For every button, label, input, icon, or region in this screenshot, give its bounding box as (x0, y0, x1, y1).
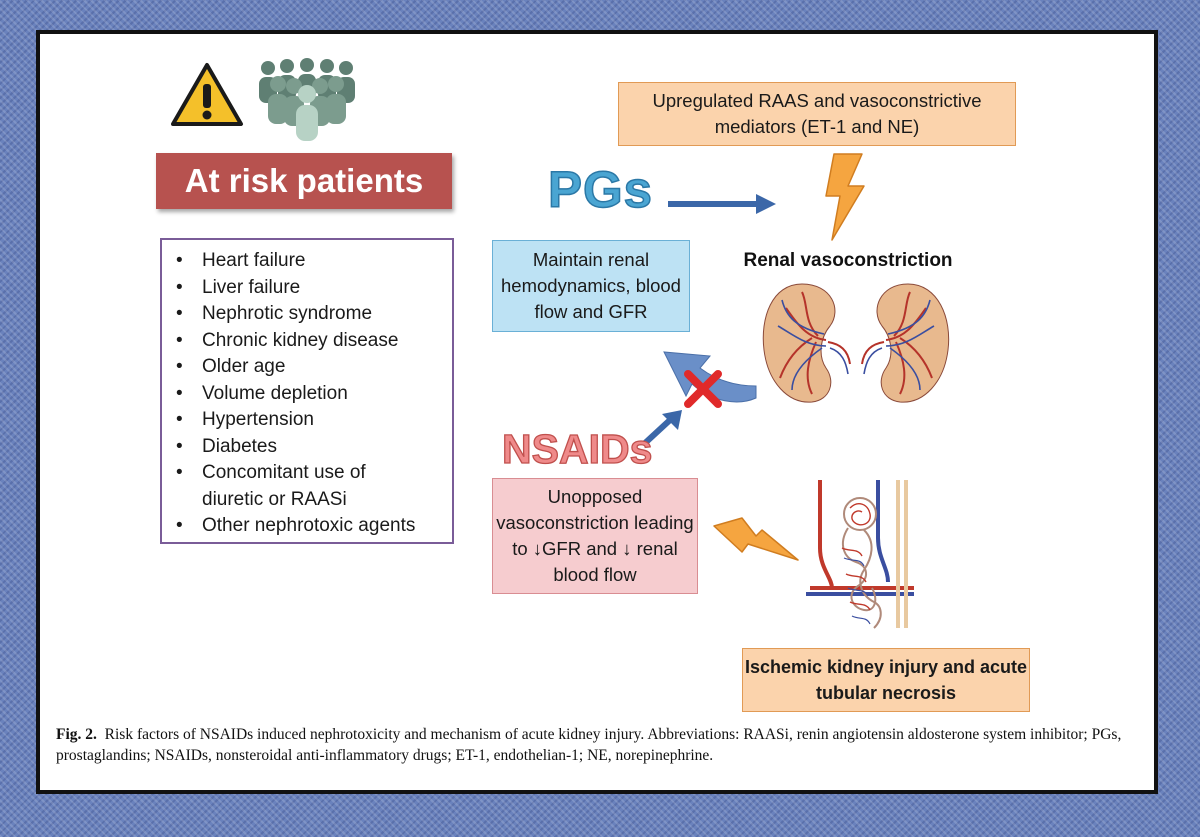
kidneys-illustration (762, 283, 950, 403)
pgs-label: PGs (547, 160, 654, 219)
risk-item: Hypertension (174, 407, 444, 434)
raas-box: Upregulated RAAS and vasoconstrictive me… (618, 82, 1016, 146)
blocked-x-icon (684, 370, 722, 408)
risk-factor-list: Heart failure Liver failure Nephrotic sy… (160, 238, 454, 544)
ischemic-injury-box: Ischemic kidney injury and acute tubular… (742, 648, 1030, 712)
lightning-icon (713, 517, 799, 561)
at-risk-title: At risk patients (156, 153, 452, 209)
risk-item: Liver failure (174, 275, 444, 302)
renal-vasoconstriction-label: Renal vasoconstriction (743, 250, 953, 271)
risk-item-continuation: diuretic or RAASi (202, 488, 347, 510)
people-group-icon (259, 58, 355, 141)
risk-item: Heart failure (174, 248, 444, 275)
figure-frame: At risk patients Heart failure Liver fai… (36, 30, 1158, 794)
warning-icon (171, 63, 243, 126)
risk-item: Volume depletion (174, 381, 444, 408)
nsaids-arrow (641, 410, 682, 447)
pgs-arrow (668, 194, 776, 214)
figure-caption: Fig. 2. Risk factors of NSAIDs induced n… (56, 724, 1142, 766)
maintain-renal-box: Maintain renal hemodynamics, blood flow … (492, 240, 690, 332)
figure-number: Fig. 2. (56, 726, 97, 743)
nsaids-label: NSAIDs (501, 425, 653, 472)
risk-item: Nephrotic syndrome (174, 301, 444, 328)
nephron-illustration (806, 480, 914, 629)
risk-item: Concomitant use of (174, 460, 444, 487)
risk-item: Other nephrotoxic agents (174, 513, 444, 540)
risk-item: Chronic kidney disease (174, 328, 444, 355)
caption-text: Risk factors of NSAIDs induced nephrotox… (56, 726, 1122, 764)
unopposed-vasoconstriction-box: Unopposed vasoconstriction leading to ↓G… (492, 478, 698, 594)
risk-item: Diabetes (174, 434, 444, 461)
risk-item: Older age (174, 354, 444, 381)
lightning-icon (825, 153, 865, 241)
